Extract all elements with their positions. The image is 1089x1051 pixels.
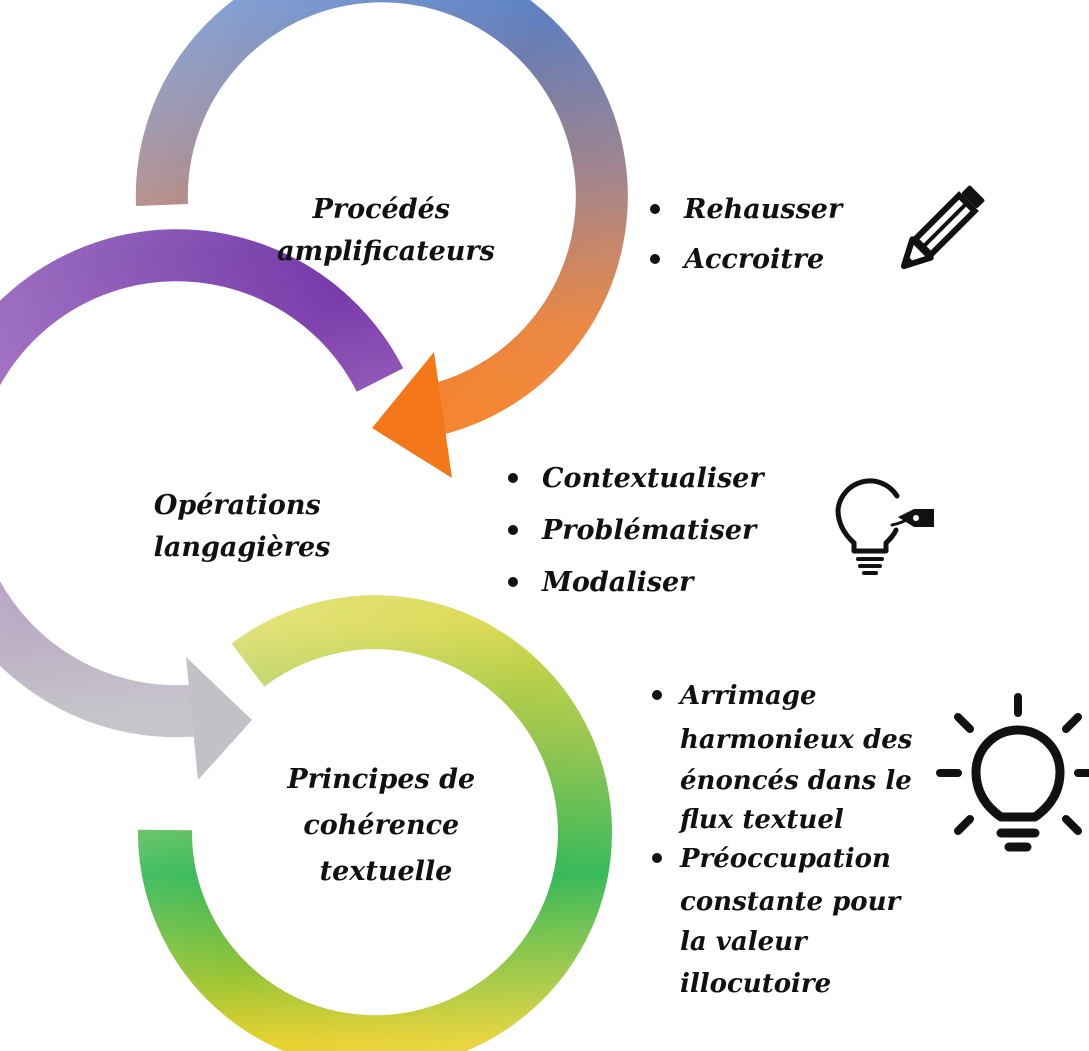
bullet-item: Modaliser bbox=[541, 567, 695, 598]
bullet-dot bbox=[508, 473, 518, 483]
ring-2-title-line: langagières bbox=[154, 532, 331, 563]
bullet-item: Rehausser bbox=[683, 194, 844, 225]
arrow-ring-1 bbox=[135, 0, 628, 478]
bullet-item: Problématiser bbox=[541, 515, 758, 546]
ring-2-title: Opérations langagières bbox=[154, 490, 331, 563]
arrow-ring-2 bbox=[0, 229, 404, 780]
bullet-list-2: Contextualiser Problématiser Modaliser bbox=[508, 463, 765, 598]
bullet-item-line: Arrimage bbox=[677, 681, 817, 711]
bullet-item: Préoccupation constante pour la valeur i… bbox=[679, 844, 909, 999]
bullet-dot bbox=[508, 577, 518, 587]
bullet-item-line: énoncés dans le bbox=[680, 766, 912, 796]
lightbulb-tag-icon bbox=[835, 478, 934, 575]
ring-3-title: Principes de cohérence textuelle bbox=[286, 764, 484, 887]
bullet-item: Arrimage harmonieux des énoncés dans le … bbox=[677, 681, 922, 835]
arrow-head-1 bbox=[372, 352, 452, 478]
bullet-dot bbox=[650, 204, 660, 214]
bullet-item-line: la valeur bbox=[680, 927, 809, 957]
ring-3-title-line: textuelle bbox=[320, 856, 453, 887]
bullet-item-line: harmonieux des bbox=[680, 725, 913, 755]
ring-1-title-line: Procédés bbox=[312, 194, 450, 225]
bullet-item-line: illocutoire bbox=[680, 969, 831, 999]
ring-1-title-line: amplificateurs bbox=[277, 236, 495, 267]
bullet-dot bbox=[652, 690, 662, 700]
ring-3-title-line: Principes de bbox=[286, 764, 475, 795]
bullet-item-line: flux textuel bbox=[678, 805, 844, 835]
arrow-head-2 bbox=[186, 657, 252, 780]
bullet-dot bbox=[652, 853, 662, 863]
bullet-list-3: Arrimage harmonieux des énoncés dans le … bbox=[652, 681, 922, 999]
ring-3 bbox=[137, 595, 612, 1051]
pencil-icon bbox=[900, 185, 985, 270]
ring-2-title-line: Opérations bbox=[154, 490, 321, 521]
ring-3-title-line: cohérence bbox=[303, 810, 459, 841]
lightbulb-rays-icon bbox=[936, 693, 1089, 852]
bullet-list-1: Rehausser Accroitre bbox=[650, 194, 844, 275]
ring-1-title: Procédés amplificateurs bbox=[277, 194, 495, 267]
bullet-dot bbox=[508, 525, 518, 535]
bullet-item: Accroitre bbox=[681, 244, 824, 275]
bullet-item-line: constante pour bbox=[680, 887, 903, 917]
bullet-item-line: Préoccupation bbox=[679, 844, 891, 874]
bullet-item: Contextualiser bbox=[542, 463, 765, 494]
bullet-dot bbox=[650, 254, 660, 264]
